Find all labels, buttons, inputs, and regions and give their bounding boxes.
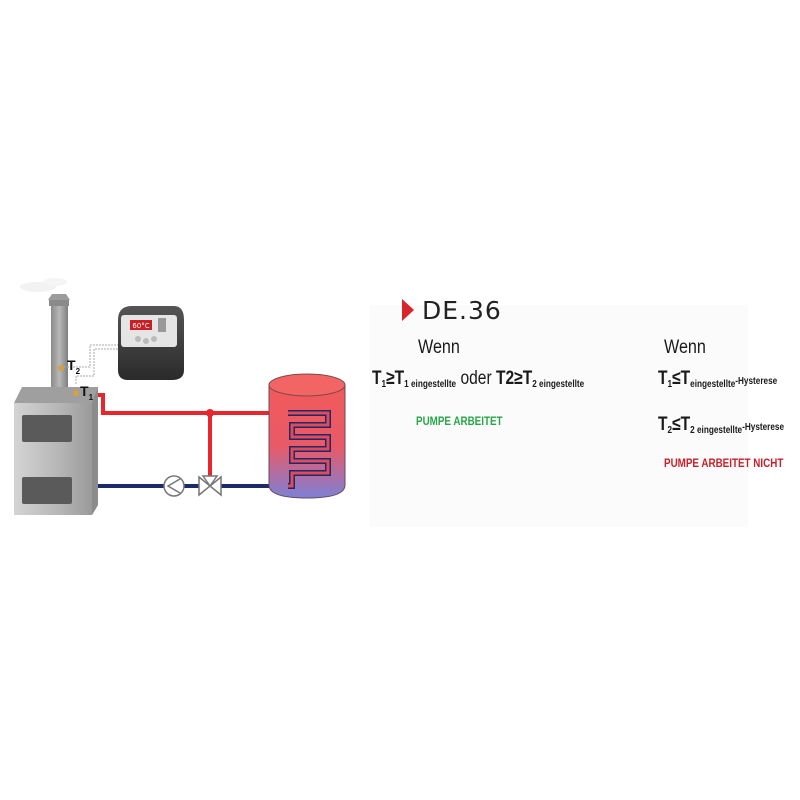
sensor-wires — [64, 344, 118, 384]
sensor-t1-icon — [73, 390, 79, 396]
model-name: DE.36 — [422, 295, 502, 325]
sensor-t2-icon — [58, 365, 64, 371]
right-condition-formula-2: T2≤T2 eingestellte-Hysterese — [658, 414, 784, 436]
model-title: DE.36 — [402, 293, 502, 327]
description-panel — [370, 305, 748, 527]
formula-sub: 2 eingestellte — [690, 425, 743, 436]
svg-text:60°C: 60°C — [132, 322, 149, 330]
formula-sub: eingestellte — [690, 379, 736, 390]
formula-text: T — [372, 368, 382, 389]
storage-tank — [268, 373, 346, 499]
formula-text: T — [658, 414, 668, 435]
left-wenn-label: Wenn — [418, 337, 460, 358]
formula-sub: 2 — [667, 425, 673, 436]
formula-text: T — [658, 368, 668, 389]
formula-text: T2≥T — [495, 368, 533, 389]
controller-unit: 60°C — [118, 306, 184, 380]
right-wenn-label: Wenn — [664, 337, 706, 358]
pump-icon — [163, 475, 185, 497]
right-condition-formula-1: T1≤Teingestellte-Hysterese — [658, 368, 777, 390]
status-pump-off: PUMPE ARBEITET NICHT — [664, 456, 784, 470]
chimney — [48, 294, 70, 396]
formula-suffix: -Hysterese — [735, 376, 778, 387]
status-pump-on: PUMPE ARBEITET — [416, 414, 503, 428]
formula-sub: 1 — [381, 379, 387, 390]
play-arrow-icon — [402, 299, 414, 321]
boiler — [14, 387, 98, 515]
formula-oder: oder — [460, 368, 492, 389]
left-condition-formula: T1≥T1 eingestellte oder T2≥T2 eingestell… — [372, 368, 584, 390]
pipe-junction — [206, 409, 214, 417]
three-way-valve-icon — [198, 475, 222, 497]
formula-sub: 2 eingestellte — [532, 379, 585, 390]
formula-suffix: -Hysterese — [742, 422, 785, 433]
formula-text: ≤T — [672, 368, 691, 389]
smoke — [20, 278, 67, 292]
formula-sub: 1 — [667, 379, 673, 390]
controller-display — [130, 320, 152, 330]
sensor-t2-label: T2 — [67, 357, 81, 376]
boiler-door-bottom — [22, 477, 72, 504]
formula-text: ≥T — [386, 368, 405, 389]
formula-text: ≤T — [672, 414, 691, 435]
boiler-door-top — [22, 415, 72, 442]
formula-sub: 1 eingestellte — [404, 379, 457, 390]
hot-water-pipe — [98, 393, 290, 478]
